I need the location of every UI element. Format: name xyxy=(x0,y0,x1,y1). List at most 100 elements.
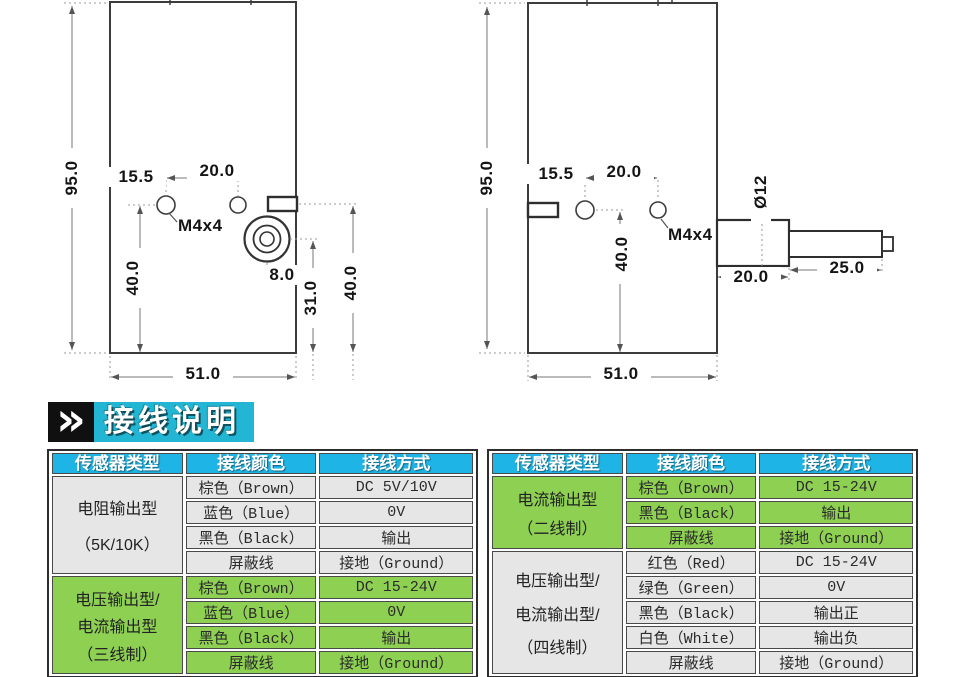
type-line: 电流输出型 xyxy=(517,492,598,509)
dim-front-thread: M4x4 xyxy=(178,216,223,235)
wiring-table-right: 传感器类型 接线颜色 接线方式 电流输出型 （二线制） 棕色（Brown） DC… xyxy=(487,449,918,677)
dim-side-hole-drop: 40.0 xyxy=(612,224,632,284)
front-side-tab xyxy=(266,195,299,213)
wire-color-cell: 棕色（Brown） xyxy=(185,476,317,499)
wiring-method-cell: 接地（Ground） xyxy=(759,526,913,549)
wiring-method-cell: 输出 xyxy=(319,526,473,549)
sensor-type-cell: 电压输出型/ 电流输出型/ （四线制） xyxy=(492,551,623,674)
wiring-method-cell: DC 5V/10V xyxy=(319,476,473,499)
table-row: 绿色（Green） 0V xyxy=(492,576,913,599)
dim-front-hole-offset: 15.5 xyxy=(106,167,166,187)
dim-shaft-diameter: Ø12 xyxy=(751,162,771,222)
table-row: 黑色（Black） 输出 xyxy=(52,526,473,549)
wire-color-cell: 屏蔽线 xyxy=(625,526,757,549)
wire-color-cell: 屏蔽线 xyxy=(185,651,317,674)
col-header-wire-color: 接线颜色 xyxy=(625,453,757,474)
wiring-method-cell: 0V xyxy=(759,576,913,599)
table-header-row: 传感器类型 接线颜色 接线方式 xyxy=(492,453,913,474)
side-mounting-hole-right xyxy=(649,201,667,219)
wire-color-cell: 黑色（Black） xyxy=(625,501,757,524)
wiring-method-cell: DC 15-24V xyxy=(319,576,473,599)
dim-boss-length: 20.0 xyxy=(721,267,781,287)
dim-front-left-drop: 40.0 xyxy=(123,248,143,308)
front-thread-leader xyxy=(168,212,178,223)
wire-color-cell: 红色（Red） xyxy=(625,551,757,574)
col-header-sensor-type: 传感器类型 xyxy=(52,453,183,474)
col-header-wiring-method: 接线方式 xyxy=(319,453,473,474)
table-row: 白色（White） 输出负 xyxy=(492,626,913,649)
shaft-body xyxy=(788,230,883,258)
wire-color-cell: 屏蔽线 xyxy=(625,651,757,674)
col-header-sensor-type: 传感器类型 xyxy=(492,453,623,474)
wire-color-cell: 黑色（Black） xyxy=(185,526,317,549)
section-banner: » 接线说明 xyxy=(48,396,254,442)
table-row: 黑色（Black） 输出 xyxy=(492,501,913,524)
table-row: 屏蔽线 接地（Ground） xyxy=(52,651,473,674)
dim-front-right-drop: 40.0 xyxy=(341,253,361,313)
dim-front-shaft-offset: 8.0 xyxy=(260,265,304,285)
table-row: 电压输出型/ 电流输出型 （三线制） 棕色（Brown） DC 15-24V xyxy=(52,576,473,674)
table-row: 电阻输出型 （5K/10K） 棕色（Brown） DC 5V/10V xyxy=(52,476,473,574)
section-title: 接线说明 xyxy=(94,402,254,442)
wiring-method-cell: 接地（Ground） xyxy=(759,651,913,674)
table-row: 屏蔽线 接地（Ground） xyxy=(492,526,913,549)
wiring-method-cell: 接地（Ground） xyxy=(319,551,473,574)
dim-side-hole-offset: 15.5 xyxy=(526,164,586,184)
front-extension-lines xyxy=(64,2,358,381)
table-row: 屏蔽线 接地（Ground） xyxy=(52,551,473,574)
wire-color-cell: 白色（White） xyxy=(625,626,757,649)
wire-color-cell: 蓝色（Blue） xyxy=(185,501,317,524)
wiring-method-cell: 接地（Ground） xyxy=(319,651,473,674)
wiring-method-cell: 0V xyxy=(319,601,473,624)
dim-side-width: 51.0 xyxy=(591,364,651,384)
wire-color-cell: 屏蔽线 xyxy=(185,551,317,574)
wiring-method-cell: DC 15-24V xyxy=(759,551,913,574)
wire-color-cell: 绿色（Green） xyxy=(625,576,757,599)
side-thread-leader xyxy=(660,218,669,229)
wire-color-cell: 蓝色（Blue） xyxy=(185,601,317,624)
table-row: 黑色（Black） 输出正 xyxy=(492,601,913,624)
dim-front-shaft-drop: 31.0 xyxy=(301,268,321,328)
sensor-type-cell: 电流输出型 （二线制） xyxy=(492,476,623,549)
wiring-method-cell: DC 15-24V xyxy=(759,476,913,499)
dim-side-thread: M4x4 xyxy=(668,225,713,244)
shaft-boss xyxy=(715,218,791,268)
type-line: （三线制） xyxy=(77,646,158,664)
front-shaft-center xyxy=(259,231,275,247)
side-tab xyxy=(526,201,560,219)
table-row: 电流输出型 （二线制） 棕色（Brown） DC 15-24V xyxy=(492,476,913,549)
type-line: （四线制） xyxy=(517,639,598,657)
table-row: 蓝色（Blue） 0V xyxy=(52,601,473,624)
wiring-method-cell: 0V xyxy=(319,501,473,524)
wiring-method-cell: 输出正 xyxy=(759,601,913,624)
sensor-type-cell: 电压输出型/ 电流输出型 （三线制） xyxy=(52,576,183,674)
col-header-wire-color: 接线颜色 xyxy=(185,453,317,474)
type-line: （二线制） xyxy=(517,521,598,538)
table-row: 电压输出型/ 电流输出型/ （四线制） 红色（Red） DC 15-24V xyxy=(492,551,913,674)
dim-shaft-length: 25.0 xyxy=(817,258,877,278)
dim-side-height: 95.0 xyxy=(477,148,497,208)
wire-color-cell: 棕色（Brown） xyxy=(625,476,757,499)
wire-color-cell: 黑色（Black） xyxy=(185,626,317,649)
type-line: （5K/10K） xyxy=(75,537,160,555)
table-row: 屏蔽线 接地（Ground） xyxy=(492,651,913,674)
side-mounting-hole-left xyxy=(575,200,595,220)
wiring-table-left: 传感器类型 接线颜色 接线方式 电阻输出型 （5K/10K） 棕色（Brown）… xyxy=(47,449,478,677)
wiring-method-cell: 输出负 xyxy=(759,626,913,649)
wiring-method-cell: 输出 xyxy=(759,501,913,524)
wiring-method-cell: 输出 xyxy=(319,626,473,649)
type-line: 电压输出型/ xyxy=(75,591,160,609)
front-mounting-hole-right xyxy=(229,196,247,214)
dim-front-height: 95.0 xyxy=(62,148,82,208)
col-header-wiring-method: 接线方式 xyxy=(759,453,913,474)
dim-front-hole-pitch: 20.0 xyxy=(187,161,247,181)
double-chevron-icon: » xyxy=(48,396,94,442)
table-header-row: 传感器类型 接线颜色 接线方式 xyxy=(52,453,473,474)
wire-color-cell: 棕色（Brown） xyxy=(185,576,317,599)
sensor-type-cell: 电阻输出型 （5K/10K） xyxy=(52,476,183,574)
dim-side-hole-pitch: 20.0 xyxy=(594,162,654,182)
type-line: 电流输出型 xyxy=(77,619,158,636)
front-mounting-hole-left xyxy=(156,195,176,215)
dim-front-width: 51.0 xyxy=(173,364,233,384)
